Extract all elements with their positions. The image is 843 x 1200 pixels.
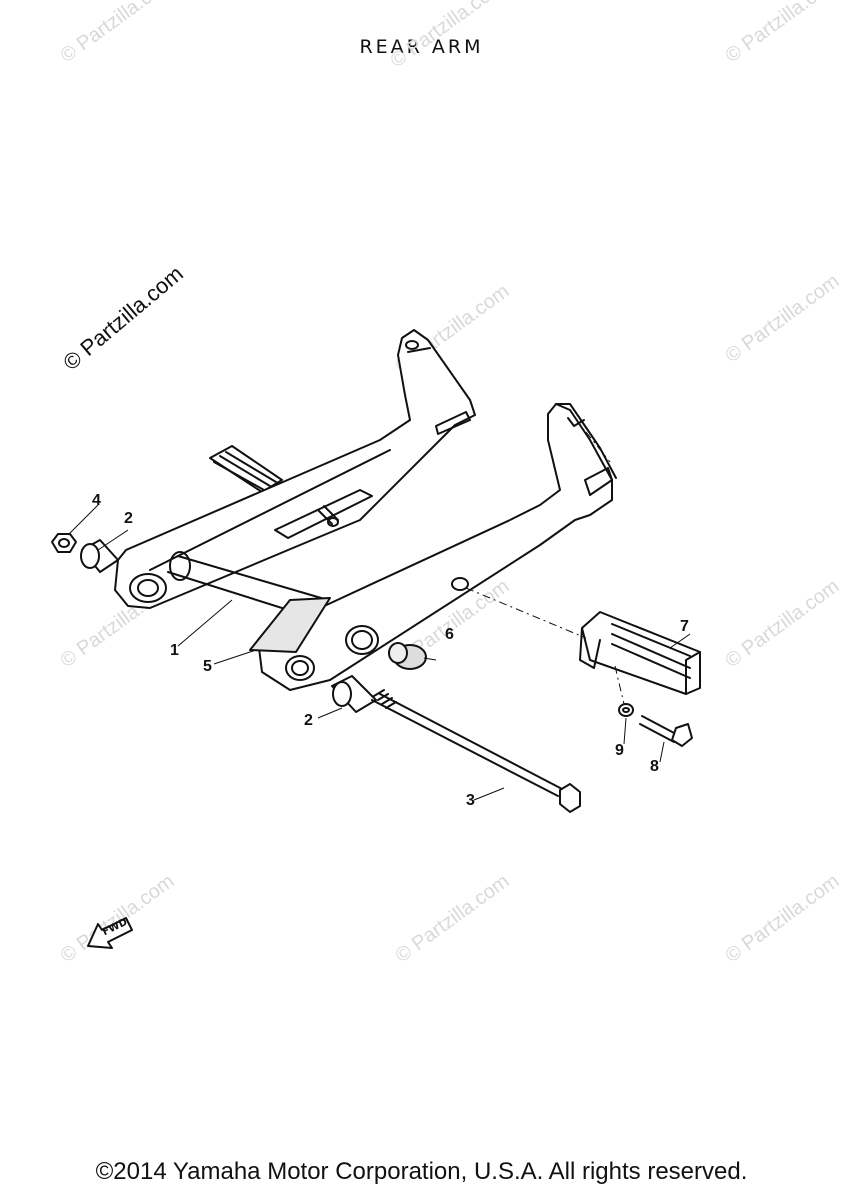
copyright-footer: ©2014 Yamaha Motor Corporation, U.S.A. A… (95, 1158, 748, 1185)
callout-6: 6 (445, 626, 454, 643)
callout-3: 3 (466, 792, 475, 809)
right-bracket-part (257, 403, 617, 691)
diagram-title: REAR ARM (359, 36, 484, 58)
collar-part-2-right (331, 675, 377, 713)
damper-part-5 (249, 597, 331, 653)
nut-part-4 (51, 533, 77, 553)
callout-4: 4 (92, 492, 101, 509)
callout-2: 2 (304, 712, 313, 729)
plug-part-6 (388, 642, 427, 670)
long-bolt-part-3 (371, 689, 581, 813)
washer-part-9 (618, 703, 634, 717)
left-bracket-part (114, 329, 476, 609)
callout-5: 5 (203, 658, 212, 675)
collar-part-2-left (80, 539, 119, 573)
callout-8: 8 (650, 758, 659, 775)
footrest-part-7 (579, 611, 701, 695)
callout-2: 2 (124, 510, 133, 527)
fwd-arrow-icon (87, 917, 133, 949)
callout-7: 7 (680, 618, 689, 635)
callout-9: 9 (615, 742, 624, 759)
callout-1: 1 (170, 642, 179, 659)
bolt-part-8 (639, 715, 693, 747)
back-footrest-part (209, 445, 283, 493)
